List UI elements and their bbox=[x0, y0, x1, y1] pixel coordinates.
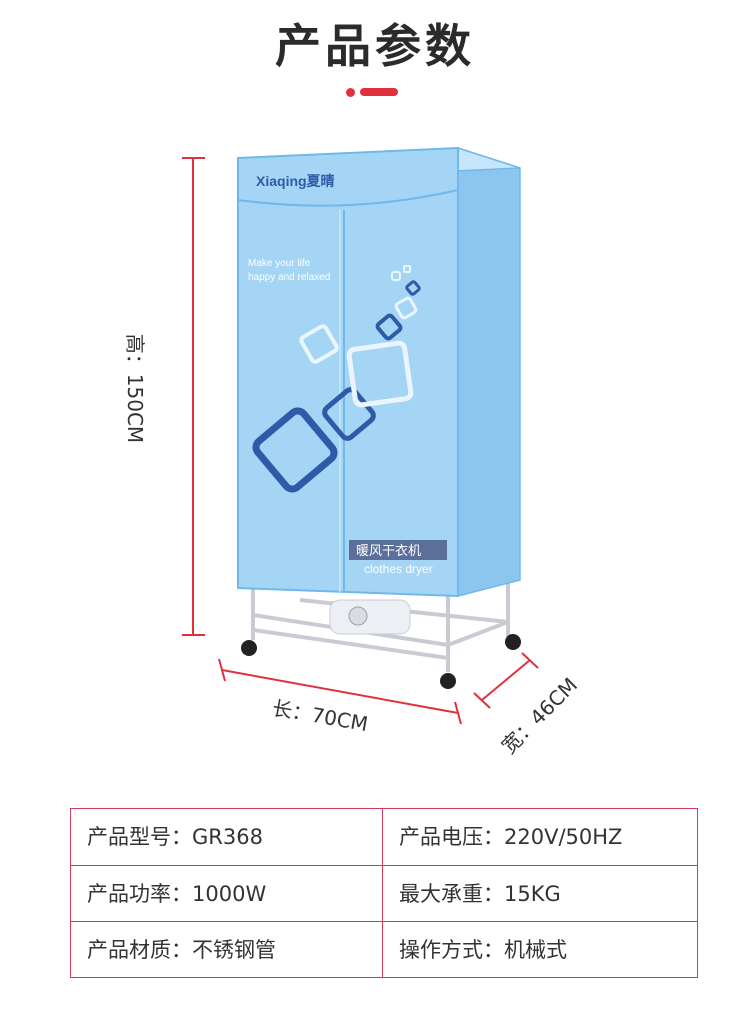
product-label-en: clothes dryer bbox=[364, 562, 433, 576]
length-dimension-line bbox=[218, 658, 462, 725]
brand-logo: Xiaqing夏晴 bbox=[256, 173, 335, 189]
slogan-line-2: happy and relaxed bbox=[248, 272, 330, 283]
product-label-box bbox=[349, 540, 447, 560]
decorative-squares bbox=[252, 265, 421, 493]
spec-cell-voltage: 产品电压：220V/50HZ bbox=[382, 809, 697, 865]
spec-table: 产品型号：GR368 产品电压：220V/50HZ 产品功率：1000W 最大承… bbox=[70, 808, 698, 978]
clothes-dryer-image: Xiaqing夏晴 Make your life happy and relax… bbox=[182, 146, 539, 725]
heater-unit bbox=[329, 599, 411, 635]
spec-cell-model: 产品型号：GR368 bbox=[87, 825, 263, 849]
slogan-line-1: Make your life bbox=[248, 258, 311, 269]
title-decoration-dot bbox=[346, 88, 355, 97]
height-dimension-line bbox=[182, 157, 205, 636]
spec-cell-power: 产品功率：1000W bbox=[87, 882, 267, 906]
spec-row: 产品功率：1000W 最大承重：15KG bbox=[71, 865, 697, 922]
cabinet-front bbox=[237, 146, 459, 598]
spec-cell-operation: 操作方式：机械式 bbox=[382, 922, 697, 978]
product-illustration: Xiaqing夏晴 Make your life happy and relax… bbox=[123, 146, 582, 758]
cabinet-right-side bbox=[457, 146, 521, 597]
wheels bbox=[241, 634, 521, 689]
title-decoration-bar bbox=[360, 88, 398, 96]
spec-row: 产品材质：不锈钢管 操作方式：机械式 bbox=[71, 921, 697, 978]
page-title: 产品参数 bbox=[275, 19, 475, 73]
product-label-cn: 暖风干衣机 bbox=[356, 543, 421, 559]
width-dimension-line bbox=[473, 652, 539, 709]
spec-cell-max-load: 最大承重：15KG bbox=[382, 866, 697, 922]
spec-row: 产品型号：GR368 产品电压：220V/50HZ bbox=[71, 809, 697, 865]
spec-cell-material: 产品材质：不锈钢管 bbox=[87, 938, 276, 962]
height-label: 高：150CM bbox=[123, 333, 148, 444]
